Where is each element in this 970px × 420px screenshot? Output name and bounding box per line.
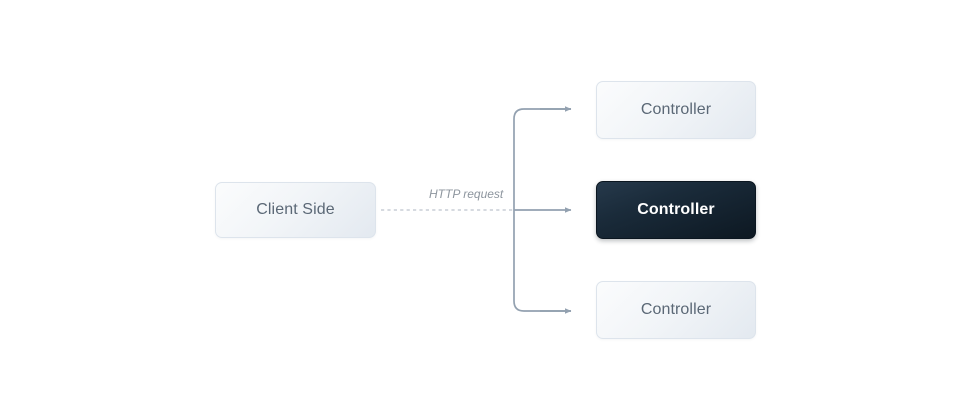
node-controller-active-label: Controller xyxy=(637,201,715,218)
node-client-side[interactable]: Client Side xyxy=(215,182,376,238)
node-controller-active[interactable]: Controller xyxy=(596,181,756,239)
node-controller-top-label: Controller xyxy=(640,101,712,118)
node-client-side-label: Client Side xyxy=(256,201,335,218)
node-controller-bottom-label: Controller xyxy=(640,301,712,318)
node-controller-top[interactable]: Controller xyxy=(596,81,756,139)
edge-label-http-request: HTTP request xyxy=(429,187,504,201)
node-controller-bottom[interactable]: Controller xyxy=(596,281,756,339)
